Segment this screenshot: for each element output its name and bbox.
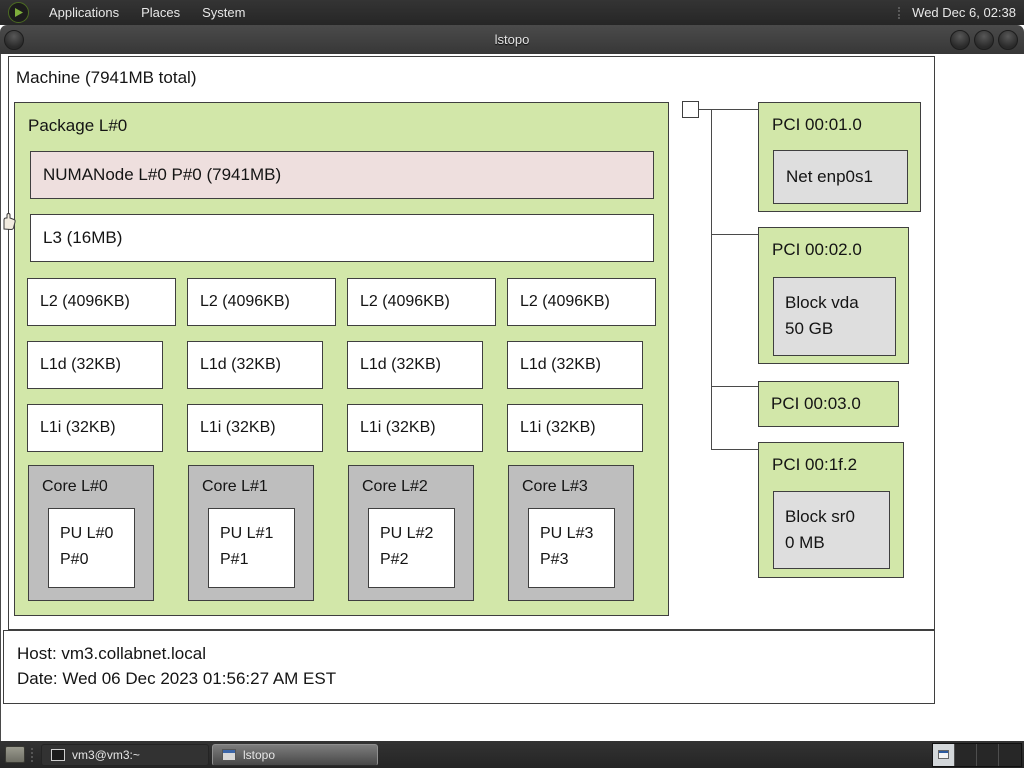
- l1d-cache-box: L1d (32KB): [507, 341, 643, 389]
- clock[interactable]: Wed Dec 6, 02:38: [912, 5, 1016, 20]
- menu-system[interactable]: System: [202, 5, 246, 20]
- l2-cache-box: L2 (4096KB): [347, 278, 496, 326]
- menu-applications[interactable]: Applications: [49, 5, 120, 20]
- mouse-cursor: [3, 212, 16, 230]
- block-device-name: Block sr0: [785, 507, 855, 526]
- show-desktop-icon[interactable]: [5, 746, 25, 763]
- lstopo-canvas: Machine (7941MB total) Package L#0 NUMAN…: [0, 54, 1024, 741]
- pci-label: PCI 00:1f.2: [772, 455, 858, 474]
- close-button[interactable]: [998, 29, 1018, 50]
- top-panel: Applications Places System Wed Dec 6, 02…: [0, 0, 1024, 25]
- l2-cache-box: L2 (4096KB): [507, 278, 656, 326]
- terminal-icon: [51, 748, 65, 761]
- l1i-cache-box: L1i (32KB): [187, 404, 323, 452]
- menu-places[interactable]: Places: [141, 5, 181, 20]
- mini-window-icon: [938, 750, 949, 759]
- l1d-cache-box: L1d (32KB): [347, 341, 483, 389]
- l1i-cache-box: L1i (32KB): [27, 404, 163, 452]
- package-label: Package L#0: [28, 116, 128, 135]
- core-label: Core L#1: [202, 478, 268, 495]
- taskbar-item-lstopo[interactable]: lstopo: [212, 743, 378, 766]
- workspace-3[interactable]: [977, 743, 999, 766]
- hostbridge-square: [682, 101, 699, 118]
- core-label: Core L#0: [42, 478, 108, 495]
- pu-box: PU L#0 P#0: [48, 508, 135, 588]
- pci-label: PCI 00:02.0: [772, 240, 862, 259]
- core-box: Core L#1 PU L#1 P#1: [188, 465, 314, 601]
- l1d-cache-box: L1d (32KB): [187, 341, 323, 389]
- window-titlebar[interactable]: lstopo: [0, 25, 1024, 55]
- green-arrow-glyph: [15, 8, 23, 17]
- core-label: Core L#2: [362, 478, 428, 495]
- minimize-button[interactable]: [950, 29, 970, 50]
- pci-connector-line: [711, 449, 758, 450]
- taskbar: vm3@vm3:~ lstopo: [0, 741, 1024, 768]
- pu-logical-label: PU L#1: [220, 525, 274, 542]
- l1i-cache-box: L1i (32KB): [507, 404, 643, 452]
- core-box: Core L#3 PU L#3 P#3: [508, 465, 634, 601]
- core-box: Core L#0 PU L#0 P#0: [28, 465, 154, 601]
- pu-physical-label: P#3: [540, 551, 569, 568]
- taskbar-item-label: lstopo: [243, 747, 276, 762]
- l1i-cache-box: L1i (32KB): [347, 404, 483, 452]
- pci-box: PCI 00:02.0 Block vda 50 GB: [758, 227, 909, 364]
- pci-box: PCI 00:1f.2 Block sr0 0 MB: [758, 442, 904, 578]
- workspace-2[interactable]: [955, 743, 977, 766]
- legend-host: Host: vm3.collabnet.local: [17, 644, 206, 663]
- pci-connector-trunk: [711, 109, 712, 449]
- pu-logical-label: PU L#0: [60, 525, 114, 542]
- net-device-box: Net enp0s1: [773, 150, 908, 204]
- window-title: lstopo: [494, 32, 530, 47]
- legend-box: Host: vm3.collabnet.local Date: Wed 06 D…: [3, 630, 935, 704]
- window-menu-button[interactable]: [4, 29, 24, 50]
- pu-physical-label: P#0: [60, 551, 89, 568]
- pu-logical-label: PU L#3: [540, 525, 594, 542]
- pu-physical-label: P#2: [380, 551, 409, 568]
- pu-box: PU L#1 P#1: [208, 508, 295, 588]
- l2-cache-box: L2 (4096KB): [187, 278, 336, 326]
- pci-connector-line: [699, 109, 758, 110]
- pu-box: PU L#2 P#2: [368, 508, 455, 588]
- workspace-switcher: [932, 742, 1022, 767]
- block-device-size: 0 MB: [785, 533, 825, 552]
- distro-menu-icon[interactable]: [8, 2, 29, 23]
- core-label: Core L#3: [522, 478, 588, 495]
- pu-box: PU L#3 P#3: [528, 508, 615, 588]
- panel-separator: [898, 6, 902, 19]
- maximize-button[interactable]: [974, 29, 994, 50]
- taskbar-item-terminal[interactable]: vm3@vm3:~: [41, 743, 209, 766]
- pci-connector-line: [711, 386, 758, 387]
- workspace-4[interactable]: [999, 743, 1021, 766]
- pci-box: PCI 00:01.0 Net enp0s1: [758, 102, 921, 212]
- l3-cache-box: L3 (16MB): [30, 214, 654, 262]
- pci-box: PCI 00:03.0: [758, 381, 899, 427]
- block-device-size: 50 GB: [785, 319, 834, 338]
- block-device-name: Block vda: [785, 293, 859, 312]
- workspace-1[interactable]: [933, 743, 955, 766]
- pci-label: PCI 00:01.0: [772, 115, 862, 134]
- block-device-box: Block sr0 0 MB: [773, 491, 890, 569]
- l1d-cache-box: L1d (32KB): [27, 341, 163, 389]
- taskbar-item-label: vm3@vm3:~: [72, 747, 140, 762]
- pci-connector-line: [711, 234, 758, 235]
- taskbar-separator: [31, 747, 35, 762]
- pu-logical-label: PU L#2: [380, 525, 434, 542]
- l2-cache-box: L2 (4096KB): [27, 278, 176, 326]
- legend-date: Date: Wed 06 Dec 2023 01:56:27 AM EST: [17, 669, 337, 688]
- machine-label: Machine (7941MB total): [16, 68, 197, 87]
- window-icon: [222, 748, 236, 761]
- numanode-box: NUMANode L#0 P#0 (7941MB): [30, 151, 654, 199]
- core-box: Core L#2 PU L#2 P#2: [348, 465, 474, 601]
- block-device-box: Block vda 50 GB: [773, 277, 896, 356]
- pu-physical-label: P#1: [220, 551, 249, 568]
